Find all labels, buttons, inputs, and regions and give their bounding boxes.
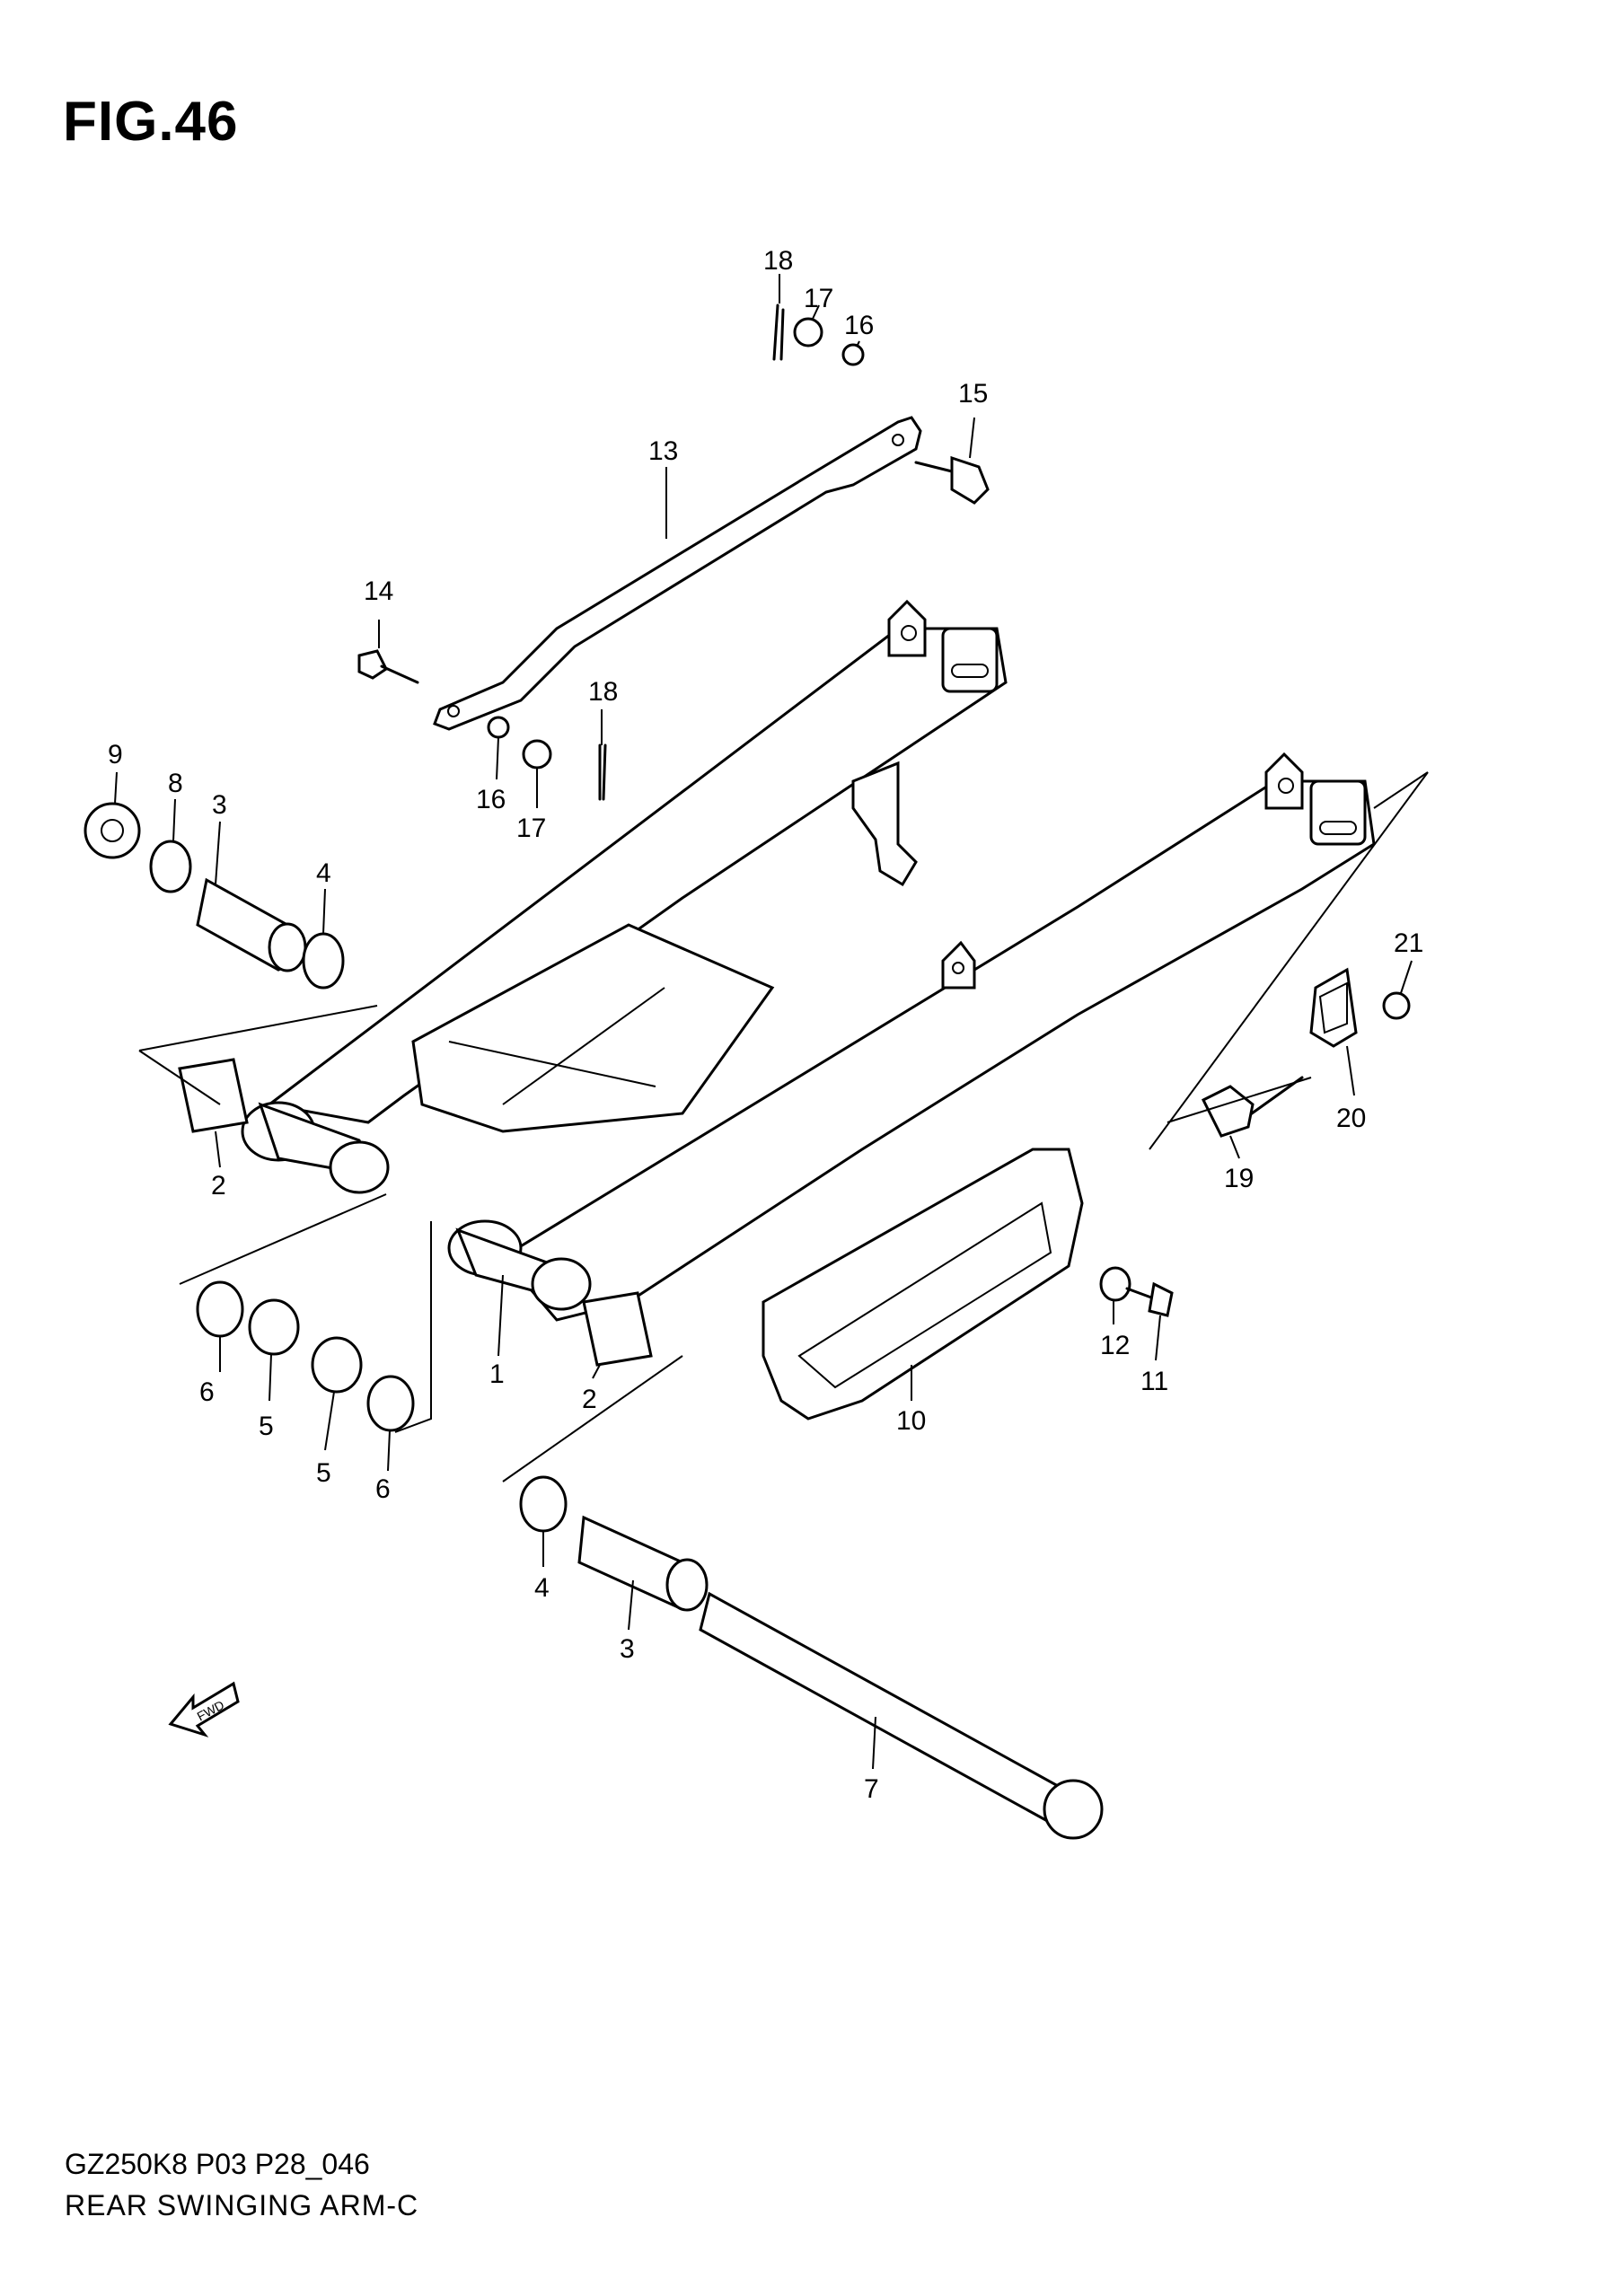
callout-19: 19 [1224, 1164, 1254, 1193]
callout-leader-lines [114, 274, 1413, 1770]
callout-15: 15 [958, 379, 988, 409]
callout-20: 20 [1336, 1104, 1366, 1133]
callout-4-lower: 4 [534, 1573, 550, 1603]
fwd-arrow-icon: FWD [168, 1681, 240, 1737]
callout-16-upper: 16 [844, 311, 874, 340]
callout-13: 13 [648, 436, 678, 466]
callout-17-upper: 17 [804, 284, 833, 313]
chain-adjuster [1201, 967, 1411, 1138]
callout-9: 9 [108, 740, 123, 770]
callout-2-upper: 2 [211, 1171, 226, 1201]
callout-7: 7 [864, 1774, 879, 1804]
callout-labels: 18 17 16 15 13 14 18 16 17 9 8 3 4 2 21 … [108, 246, 1423, 1804]
callout-6-right: 6 [375, 1474, 391, 1504]
callout-11: 11 [1140, 1367, 1168, 1396]
figure-title: FIG.46 [63, 91, 239, 153]
callout-1: 1 [489, 1359, 505, 1389]
callout-3-upper: 3 [212, 790, 227, 820]
callout-4-upper: 4 [316, 858, 331, 888]
callout-2-lower: 2 [582, 1385, 597, 1414]
callout-18-upper: 18 [763, 246, 793, 276]
callout-14: 14 [364, 576, 393, 606]
assembly-guide-lines [138, 771, 1429, 1482]
callout-12: 12 [1100, 1331, 1130, 1360]
callout-8: 8 [168, 769, 183, 798]
torque-link [433, 416, 922, 731]
callout-10: 10 [896, 1406, 926, 1436]
swingarm-body [241, 599, 1376, 1322]
callout-21: 21 [1394, 928, 1423, 958]
part-name: REAR SWINGING ARM-C [65, 2189, 419, 2221]
callout-6-left: 6 [199, 1377, 215, 1407]
callout-5-left: 5 [259, 1412, 274, 1441]
model-code: GZ250K8 P03 P28_046 [65, 2148, 370, 2180]
callout-5-right: 5 [316, 1458, 331, 1488]
chain-case [762, 1148, 1084, 1421]
hardware-parts [84, 303, 1174, 1840]
callout-18-lower: 18 [588, 677, 618, 707]
callout-17-lower: 17 [516, 814, 546, 843]
callout-16-lower: 16 [476, 785, 506, 814]
callout-3-lower: 3 [620, 1634, 635, 1664]
